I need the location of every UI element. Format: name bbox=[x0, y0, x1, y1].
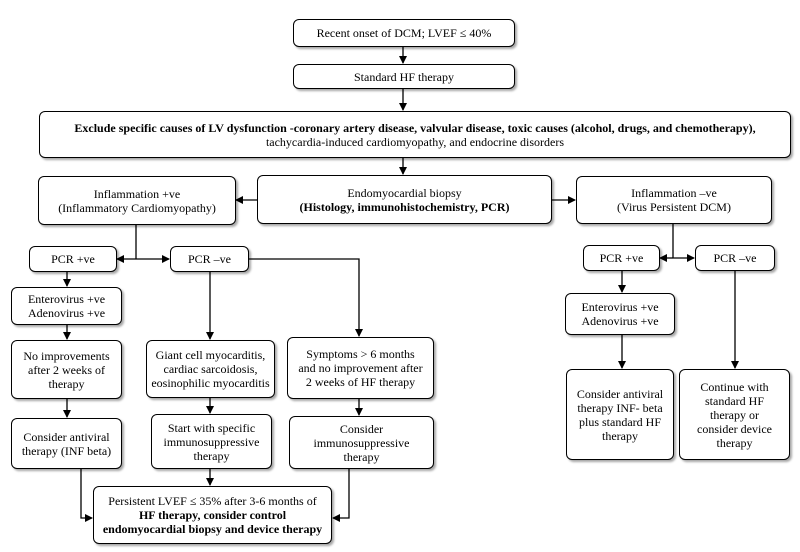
node-text: Exclude specific causes of LV dysfunctio… bbox=[74, 120, 756, 135]
node-text: after 2 weeks of bbox=[28, 362, 105, 377]
node-text: PCR –ve bbox=[187, 252, 231, 266]
node-text: therapy or bbox=[710, 407, 759, 422]
node-enterovirus-right: Enterovirus +ve Adenovirus +ve bbox=[565, 293, 675, 335]
node-antiviral-left: Consider antiviral therapy (INF beta) bbox=[11, 418, 122, 469]
node-text: No improvements bbox=[23, 348, 110, 363]
wire-consider-persistent bbox=[332, 469, 350, 522]
node-text: cardiac sarcoidosis, bbox=[163, 362, 258, 376]
node-text: therapy bbox=[716, 435, 753, 450]
node-pcr-positive-right: PCR +ve bbox=[583, 245, 660, 271]
node-text: and no improvement after bbox=[298, 361, 423, 375]
node-text: therapy bbox=[602, 428, 638, 443]
node-text: Start with specific bbox=[167, 420, 256, 435]
node-text: therapy (INF beta) bbox=[21, 443, 112, 458]
node-text: tachycardia-induced cardiomyopathy, and … bbox=[265, 134, 565, 149]
node-text: HF therapy, consider control bbox=[138, 508, 287, 522]
node-text: therapy INF- beta bbox=[577, 400, 663, 415]
node-giant-cell: Giant cell myocarditis, cardiac sarcoido… bbox=[146, 340, 275, 398]
node-text: immunosuppressive bbox=[163, 434, 260, 449]
node-text: standard HF bbox=[705, 393, 764, 408]
node-text: Continue with bbox=[700, 379, 769, 394]
node-pcr-negative-left: PCR –ve bbox=[170, 246, 249, 272]
node-text: Adenovirus +ve bbox=[27, 306, 106, 320]
node-text: Consider antiviral bbox=[23, 429, 110, 444]
node-exclude-causes: Exclude specific causes of LV dysfunctio… bbox=[39, 111, 791, 158]
node-enterovirus-left: Enterovirus +ve Adenovirus +ve bbox=[11, 287, 122, 325]
node-continue-standard: Continue with standard HF therapy or con… bbox=[679, 369, 790, 460]
node-text: Inflammation –ve bbox=[631, 186, 717, 200]
node-text: Standard HF therapy bbox=[354, 69, 454, 84]
node-text: Enterovirus +ve bbox=[27, 292, 106, 306]
wire-pcr-neg-symptoms bbox=[249, 258, 363, 337]
node-text: Enterovirus +ve bbox=[581, 300, 659, 314]
node-text: Symptoms > 6 months bbox=[306, 347, 415, 361]
node-inflammation-negative: Inflammation –ve (Virus Persistent DCM) bbox=[576, 176, 772, 224]
node-text: (Histology, immunohistochemistry, PCR) bbox=[299, 199, 510, 214]
node-text: Consider bbox=[339, 421, 384, 436]
node-inflammation-positive: Inflammation +ve (Inflammatory Cardiomyo… bbox=[38, 176, 236, 225]
node-text: (Virus Persistent DCM) bbox=[617, 200, 731, 214]
node-text: Inflammation +ve bbox=[93, 186, 181, 201]
node-no-improvements: No improvements after 2 weeks of therapy bbox=[11, 340, 122, 399]
node-start-immunosuppressive: Start with specific immunosuppressive th… bbox=[151, 414, 272, 469]
node-text: PCR +ve bbox=[51, 252, 95, 266]
node-endomyocardial-biopsy: Endomyocardial biopsy (Histology, immuno… bbox=[257, 175, 552, 224]
node-recent-onset: Recent onset of DCM; LVEF ≤ 40% bbox=[293, 19, 515, 47]
node-standard-hf-therapy: Standard HF therapy bbox=[293, 64, 515, 89]
node-text: Giant cell myocarditis, bbox=[155, 348, 266, 362]
node-text: PCR –ve bbox=[713, 251, 757, 265]
node-text: plus standard HF bbox=[579, 414, 661, 429]
node-pcr-positive-left: PCR +ve bbox=[29, 246, 117, 272]
node-consider-immunosuppressive: Consider immunosuppressive therapy bbox=[289, 416, 434, 469]
node-text: therapy bbox=[343, 449, 380, 464]
node-text: Consider antiviral bbox=[576, 386, 664, 401]
node-text: Persistent LVEF ≤ 35% after 3-6 months o… bbox=[108, 494, 317, 508]
node-text: endomyocardial biopsy and device therapy bbox=[102, 522, 323, 536]
node-text: PCR +ve bbox=[599, 251, 644, 265]
node-pcr-negative-right: PCR –ve bbox=[695, 245, 775, 271]
node-text: immunosuppressive bbox=[313, 435, 410, 450]
node-text: eosinophilic myocarditis bbox=[151, 376, 270, 390]
node-text: Endomyocardial biopsy bbox=[347, 185, 462, 200]
node-persistent-lvef: Persistent LVEF ≤ 35% after 3-6 months o… bbox=[93, 486, 332, 544]
node-text: Adenovirus +ve bbox=[581, 314, 659, 328]
node-text: (Inflammatory Cardiomyopathy) bbox=[58, 200, 216, 215]
node-text: 2 weeks of HF therapy bbox=[305, 375, 416, 389]
node-antiviral-right: Consider antiviral therapy INF- beta plu… bbox=[566, 369, 674, 460]
node-text: therapy bbox=[48, 376, 85, 391]
node-text: consider device bbox=[697, 421, 772, 436]
wire-antiviral-persistent bbox=[80, 469, 93, 522]
node-text: Recent onset of DCM; LVEF ≤ 40% bbox=[316, 26, 492, 40]
node-text: therapy bbox=[193, 448, 230, 463]
node-symptoms: Symptoms > 6 months and no improvement a… bbox=[287, 337, 434, 399]
